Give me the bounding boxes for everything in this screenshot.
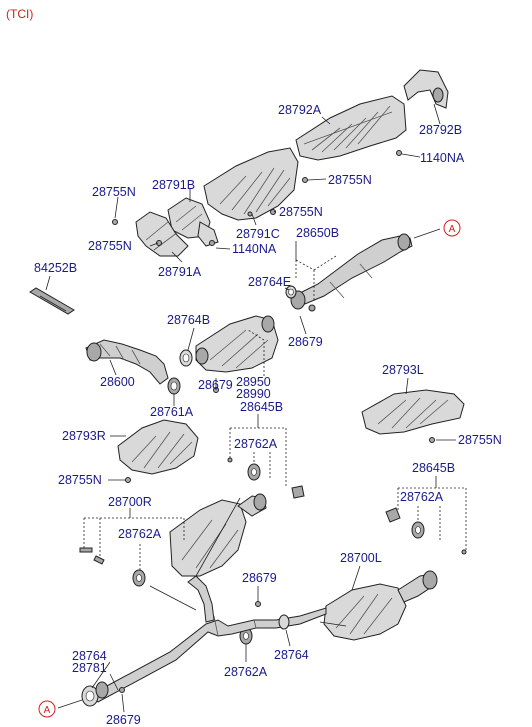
leader-lines — [45, 103, 467, 713]
strap-84252B — [29, 287, 75, 315]
y-pipe — [91, 575, 327, 703]
label-28792A: 28792A — [278, 103, 322, 117]
label-28762A-2: 28762A — [400, 490, 444, 504]
label-28762A-1: 28762A — [234, 437, 278, 451]
label-28755N-1: 28755N — [328, 173, 372, 187]
label-1140NA-mid: 1140NA — [232, 242, 277, 256]
hanger-28645B-upper — [227, 457, 305, 499]
bracket-28761A — [167, 377, 181, 395]
hanger-28645B-right — [385, 507, 467, 555]
heat-protector-28791C — [203, 147, 299, 221]
label-28700L: 28700L — [340, 551, 382, 565]
label-28762A-4: 28762A — [224, 665, 268, 679]
label-28755N-3: 28755N — [279, 205, 323, 219]
label-1140NA-top: 1140NA — [420, 151, 465, 165]
label-28792B: 28792B — [419, 123, 462, 137]
label-28600: 28600 — [100, 375, 135, 389]
heat-protector-28791A — [135, 211, 219, 257]
heat-protector-28793R — [117, 419, 199, 475]
label-28650B: 28650B — [296, 226, 339, 240]
label-28679-1: 28679 — [288, 335, 323, 349]
variant-label: (TCI) — [6, 7, 33, 21]
label-28679-3: 28679 — [242, 571, 277, 585]
heat-protector-28792A — [295, 95, 407, 161]
reference-marker-a-top-text: A — [449, 224, 456, 235]
label-28679-4: 28679 — [106, 713, 141, 727]
label-84252B: 84252B — [34, 261, 77, 275]
label-28755N-5: 28755N — [458, 433, 502, 447]
label-28793R: 28793R — [62, 429, 106, 443]
label-28761A: 28761A — [150, 405, 194, 419]
label-28791A: 28791A — [158, 265, 202, 279]
label-28764-1: 28764 — [72, 649, 107, 663]
front-pipe-28600 — [85, 339, 169, 385]
reference-marker-a-bottom-text: A — [44, 705, 51, 716]
label-28755N-4: 28755N — [88, 239, 132, 253]
catalytic-converter-28950 — [195, 315, 279, 373]
label-28764B: 28764B — [167, 313, 210, 327]
heat-protector-bracket-28792B — [403, 69, 449, 109]
label-28762A-3: 28762A — [118, 527, 162, 541]
label-28755N-2: 28755N — [92, 185, 136, 199]
hanger-rubber-28762A-1 — [247, 463, 261, 481]
hanger-rubber-28762A-4 — [239, 627, 253, 645]
hanger-rubber-28762A-3 — [411, 521, 425, 539]
reference-marker-a-bottom: A — [38, 700, 56, 718]
center-muffler-28650B — [290, 233, 413, 310]
rear-muffler-28700L — [323, 570, 438, 641]
gasket-28764-rear — [278, 614, 290, 630]
label-28645B-2: 28645B — [412, 461, 455, 475]
rear-muffler-28700R — [169, 493, 267, 577]
label-28950: 28950 — [236, 375, 271, 389]
front-flange-28781 — [81, 681, 109, 707]
label-28764-2: 28764 — [274, 648, 309, 662]
label-28781: 28781 — [72, 661, 107, 675]
hanger-rubber-28762A-2 — [132, 569, 146, 587]
gasket-28764B — [179, 349, 193, 367]
label-28791B: 28791B — [152, 178, 195, 192]
label-28755N-6: 28755N — [58, 473, 102, 487]
label-28990: 28990 — [236, 387, 271, 401]
label-28645B-1: 28645B — [240, 400, 283, 414]
reference-marker-a-top: A — [443, 219, 461, 237]
heat-protector-28793L — [361, 389, 465, 435]
bolt-28679-upper — [308, 304, 316, 312]
label-28791C: 28791C — [236, 227, 280, 241]
label-28793L: 28793L — [382, 363, 424, 377]
label-28764E: 28764E — [248, 275, 291, 289]
label-28700R: 28700R — [108, 495, 152, 509]
gasket-28764E — [285, 285, 297, 299]
label-28679-2: 28679 — [198, 378, 233, 392]
